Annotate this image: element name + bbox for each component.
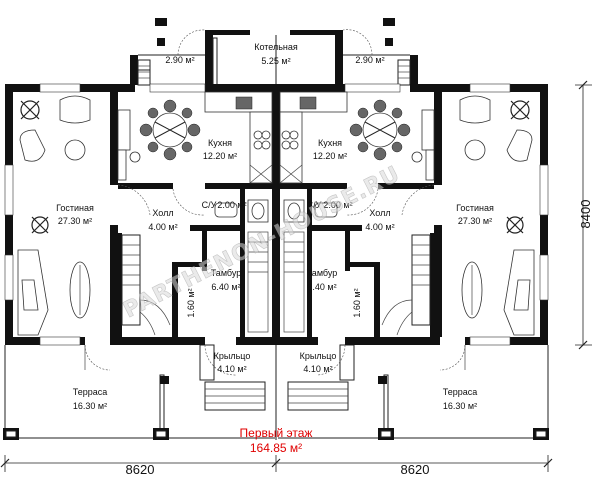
- room-name-porch-right: Крыльцо: [300, 351, 337, 361]
- room-name-living-right: Гостиная: [456, 203, 494, 213]
- room-area-boiler: 5.25 м²: [261, 56, 290, 66]
- kitchen-furniture-left: [117, 91, 273, 184]
- room-name-kitchen-left: Кухня: [208, 138, 232, 148]
- room-area-porch-right: 4.10 м²: [303, 364, 332, 374]
- room-area-storage-right: 1.60 м²: [352, 288, 362, 317]
- room-area-tambour-left: 6.40 м²: [211, 282, 240, 292]
- room-area-terrace-right: 16.30 м²: [443, 401, 477, 411]
- living-furniture-right: [117, 95, 535, 336]
- dimension-width-left: 8620: [126, 462, 155, 477]
- room-name-terrace-right: Терраса: [443, 387, 478, 397]
- doors: [84, 184, 466, 376]
- room-area-tambour-right: 6.40 м²: [307, 282, 336, 292]
- room-area-storage-left: 1.60 м²: [186, 288, 196, 317]
- top-annex: [130, 18, 418, 90]
- room-labels: Котельная 5.25 м² 2.90 м² 2.90 м² Кухня …: [56, 42, 494, 411]
- room-name-terrace-left: Терраса: [73, 387, 108, 397]
- room-name-boiler: Котельная: [254, 42, 298, 52]
- floor-total-area: 164.85 м²: [250, 441, 302, 455]
- staircases: [121, 234, 431, 336]
- steps-right-annex: [137, 59, 411, 86]
- room-area-wc-left: 2.00 м²: [217, 200, 246, 210]
- floor-title: Первый этаж: [240, 426, 313, 440]
- dimension-lines: 8620 8620 8400: [0, 80, 593, 477]
- dimension-depth: 8400: [578, 200, 593, 229]
- living-furniture-left: [17, 95, 91, 336]
- room-name-tambour-left: Тамбур: [211, 268, 242, 278]
- room-area-wc-right: 2.00 м²: [323, 200, 352, 210]
- room-name-living-left: Гостиная: [56, 203, 94, 213]
- room-name-hall-right: Холл: [369, 208, 390, 218]
- dimension-width-right: 8620: [401, 462, 430, 477]
- room-area-vestibule-left: 2.90 м²: [165, 55, 194, 65]
- room-area-vestibule-right: 2.90 м²: [355, 55, 384, 65]
- porch-steps: [199, 344, 355, 440]
- room-name-kitchen-right: Кухня: [318, 138, 342, 148]
- room-area-hall-left: 4.00 м²: [148, 222, 177, 232]
- room-area-hall-right: 4.00 м²: [365, 222, 394, 232]
- room-name-tambour-right: Тамбур: [307, 268, 338, 278]
- walls: [4, 83, 549, 346]
- room-name-wc-right: С/У: [307, 200, 322, 210]
- kitchen-furniture-right: [279, 91, 435, 184]
- bathroom-fixtures: [214, 199, 338, 333]
- room-name-porch-left: Крыльцо: [214, 351, 251, 361]
- room-area-terrace-left: 16.30 м²: [73, 401, 107, 411]
- room-area-kitchen-right: 12.20 м²: [313, 151, 347, 161]
- terraces: [3, 345, 549, 440]
- room-area-kitchen-left: 12.20 м²: [203, 151, 237, 161]
- room-name-wc-left: С/У: [202, 200, 217, 210]
- room-area-living-right: 27.30 м²: [458, 216, 492, 226]
- room-area-living-left: 27.30 м²: [58, 216, 92, 226]
- room-name-hall-left: Холл: [152, 208, 173, 218]
- room-area-porch-left: 4.10 м²: [217, 364, 246, 374]
